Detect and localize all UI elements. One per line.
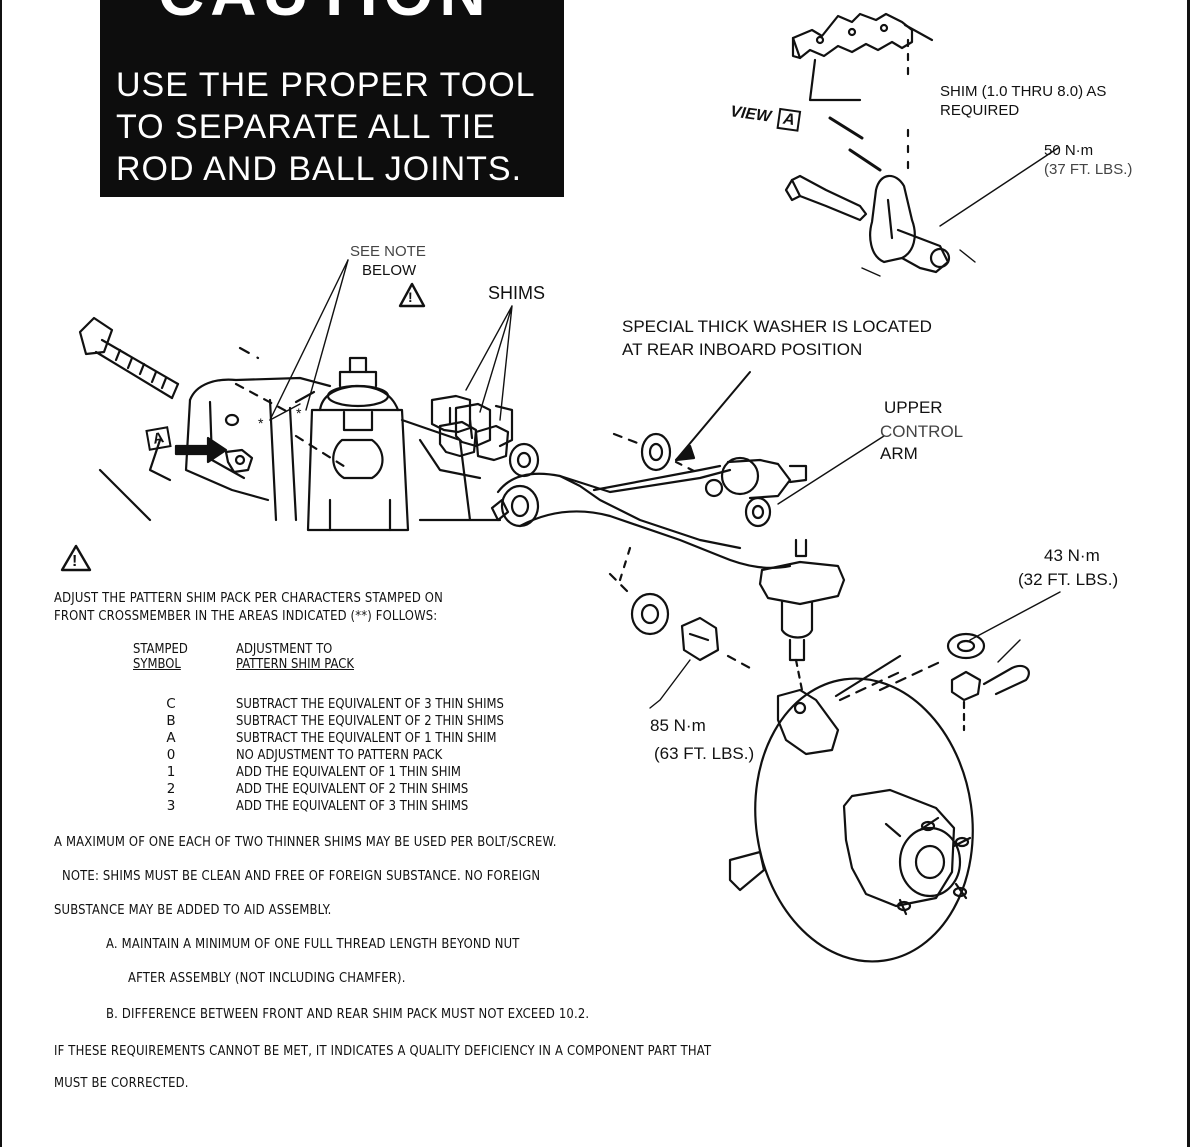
- table-adjustment: SUBTRACT THE EQUIVALENT OF 1 THIN SHIM: [236, 730, 497, 746]
- shim-stack-drawing: [430, 394, 514, 462]
- table-symbol: B: [166, 713, 176, 729]
- caution-line-2: TO SEPARATE ALL TIE: [116, 108, 496, 146]
- table-adjustment: NO ADJUSTMENT TO PATTERN PACK: [236, 747, 443, 763]
- table-adjustment: SUBTRACT THE EQUIVALENT OF 2 THIN SHIMS: [236, 713, 504, 729]
- torque-right-ftlbs: (32 FT. LBS.): [1018, 570, 1119, 589]
- svg-text:!: !: [72, 553, 77, 570]
- svg-text:!: !: [408, 289, 413, 305]
- view-a-knuckle-drawing: [784, 147, 1059, 277]
- tie-rod-nut-drawing: [838, 591, 1061, 732]
- table-symbol: 3: [166, 798, 176, 814]
- table-adjustment: ADD THE EQUIVALENT OF 2 THIN SHIMS: [236, 781, 469, 797]
- shim-range-label-1: SHIM (1.0 THRU 8.0) AS: [940, 83, 1107, 100]
- upper-control-arm-drawing: [490, 442, 846, 662]
- shim-range-label-2: REQUIRED: [940, 102, 1020, 119]
- upper-arm-label-3: ARM: [880, 444, 918, 463]
- view-a-badge: A: [776, 107, 802, 132]
- leader-lines: [269, 259, 885, 505]
- col-head-stamped-symbol: STAMPED SYMBOL: [133, 641, 188, 672]
- table-adjustment: SUBTRACT THE EQUIVALENT OF 3 THIN SHIMS: [236, 696, 504, 712]
- upper-arm-label-1: UPPER: [884, 398, 943, 417]
- note-clean-2: SUBSTANCE MAY BE ADDED TO AID ASSEMBLY.: [54, 902, 332, 918]
- inset-a-badge: A: [145, 426, 172, 451]
- knuckle-rotor-drawing: [728, 654, 974, 963]
- caution-banner: CAUTION USE THE PROPER TOOL TO SEPARATE …: [100, 0, 564, 197]
- torque-mid-ftlbs: (63 FT. LBS.): [654, 744, 755, 763]
- lower-nut-drawing: [608, 546, 752, 709]
- svg-text:*: *: [296, 405, 302, 421]
- torque-mid-nm: 85 N·m: [650, 716, 706, 735]
- note-if-2: MUST BE CORRECTED.: [54, 1075, 189, 1091]
- note-a-2: AFTER ASSEMBLY (NOT INCLUDING CHAMFER).: [128, 970, 406, 986]
- note-clean-1: NOTE: SHIMS MUST BE CLEAN AND FREE OF FO…: [62, 868, 541, 884]
- note-b: B. DIFFERENCE BETWEEN FRONT AND REAR SHI…: [106, 1006, 590, 1022]
- caution-line-1: USE THE PROPER TOOL: [116, 66, 536, 104]
- washer-label-2: AT REAR INBOARD POSITION: [622, 340, 863, 359]
- thick-washer-drawing: [612, 432, 698, 474]
- see-note-label-2: BELOW: [362, 262, 417, 279]
- washer-label-1: SPECIAL THICK WASHER IS LOCATED: [622, 317, 932, 336]
- shims-label: SHIMS: [488, 283, 546, 303]
- table-symbol: 1: [166, 764, 176, 780]
- note-if-1: IF THESE REQUIREMENTS CANNOT BE MET, IT …: [54, 1043, 712, 1059]
- upper-arm-label-2: CONTROL: [880, 422, 964, 441]
- right-border: [1187, 0, 1190, 1147]
- table-symbol: A: [166, 730, 176, 746]
- warning-triangle-icon-note: [60, 544, 92, 572]
- left-border: [0, 0, 2, 1147]
- table-symbol: 0: [166, 747, 176, 763]
- caution-line-3: ROD AND BALL JOINTS.: [116, 150, 523, 188]
- adjust-instruction-2: FRONT CROSSMEMBER IN THE AREAS INDICATED…: [54, 608, 438, 624]
- table-adjustment: ADD THE EQUIVALENT OF 3 THIN SHIMS: [236, 798, 469, 814]
- max-shims-note: A MAXIMUM OF ONE EACH OF TWO THINNER SHI…: [54, 834, 557, 850]
- caution-title: CAUTION: [158, 0, 492, 30]
- adjust-instruction-1: ADJUST THE PATTERN SHIM PACK PER CHARACT…: [54, 590, 443, 606]
- table-symbol: C: [166, 696, 176, 712]
- see-note-label-1: SEE NOTE: [350, 243, 426, 260]
- note-a-1: A. MAINTAIN A MINIMUM OF ONE FULL THREAD…: [106, 936, 520, 952]
- table-adjustment: ADD THE EQUIVALENT OF 1 THIN SHIM: [236, 764, 461, 780]
- long-bolt-drawing: [78, 316, 260, 400]
- table-symbol: 2: [166, 781, 176, 797]
- torque-top-ftlbs: (37 FT. LBS.): [1044, 161, 1133, 178]
- svg-text:*: *: [258, 415, 264, 431]
- warning-triangle-icon: [398, 282, 426, 308]
- torque-right-nm: 43 N·m: [1044, 546, 1100, 565]
- col-head-adjustment: ADJUSTMENT TO PATTERN SHIM PACK: [236, 641, 355, 672]
- shim-bracket-drawing: [791, 12, 934, 177]
- torque-top-nm: 50 N·m: [1044, 142, 1094, 159]
